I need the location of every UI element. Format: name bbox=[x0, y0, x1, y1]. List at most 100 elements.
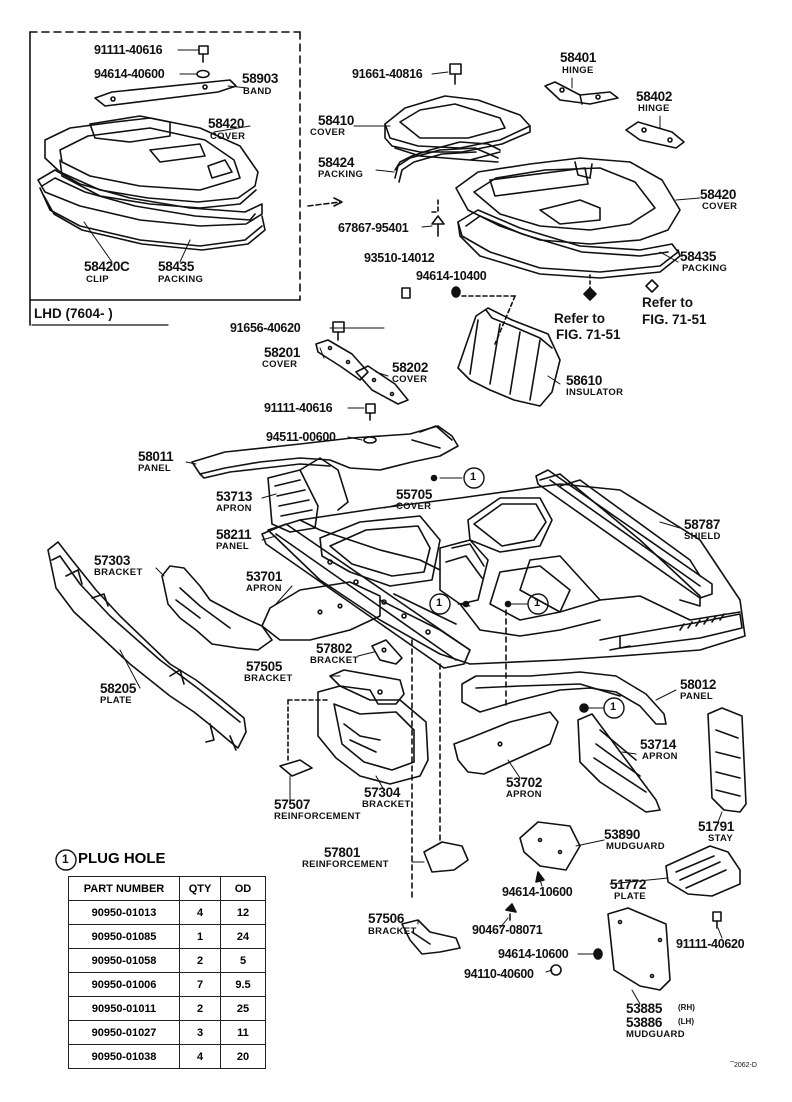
plug-hole-table: PART NUMBER QTY OD 90950-01013 4 12 9095… bbox=[68, 876, 266, 1069]
name-53890: MUDGUARD bbox=[606, 841, 665, 852]
label-58435-inset: 58435 bbox=[158, 259, 195, 274]
name-57801: REINFORCEMENT bbox=[302, 859, 389, 870]
leader-lines bbox=[83, 49, 723, 1005]
label-94110-40600: 94110-40600 bbox=[464, 967, 534, 981]
label-51772: 51772 bbox=[610, 877, 647, 892]
name-57507: REINFORCEMENT bbox=[274, 811, 361, 822]
name-53713: APRON bbox=[216, 503, 252, 514]
name-55705: COVER bbox=[396, 501, 432, 512]
plug-hole-callouts bbox=[55, 467, 625, 871]
label-53702: 53702 bbox=[506, 775, 543, 790]
name-58424: PACKING bbox=[318, 169, 364, 180]
inset-label: LHD (7604- ) bbox=[34, 306, 113, 321]
label-94511-00600: 94511-00600 bbox=[266, 430, 336, 444]
name-58401: HINGE bbox=[562, 65, 594, 76]
table-row: 90950-01085 1 24 bbox=[68, 924, 266, 949]
label-58903: 58903 bbox=[242, 71, 279, 86]
table-row: 90950-01006 7 9.5 bbox=[68, 972, 266, 997]
name-58610: INSULATOR bbox=[566, 387, 624, 398]
name-53701: APRON bbox=[246, 583, 282, 594]
label-91656-40620: 91656-40620 bbox=[230, 321, 301, 335]
refer-fig-1: FIG. 71-51 bbox=[556, 327, 621, 342]
label-53886: 53886 bbox=[626, 1015, 663, 1030]
label-53713: 53713 bbox=[216, 489, 253, 504]
callout-1-b: 1 bbox=[436, 597, 443, 609]
label-94614-40600: 94614-40600 bbox=[94, 67, 165, 81]
name-58201: COVER bbox=[262, 359, 298, 370]
inset-cover bbox=[37, 115, 266, 251]
panel-58211 bbox=[261, 523, 471, 669]
label-67867-95401: 67867-95401 bbox=[338, 221, 409, 235]
label-58420: 58420 bbox=[700, 187, 737, 202]
packing-58424 bbox=[394, 147, 499, 183]
name-58435: PACKING bbox=[682, 263, 728, 274]
name-58420-inset: COVER bbox=[210, 131, 246, 142]
label-90467-08071: 90467-08071 bbox=[472, 923, 543, 937]
name-58420: COVER bbox=[702, 201, 738, 212]
refer-fig-2: FIG. 71-51 bbox=[642, 312, 707, 327]
label-94614-10600-b: 94614-10600 bbox=[498, 947, 569, 961]
cell-qty: 4 bbox=[179, 1044, 221, 1069]
apron-53714 bbox=[577, 713, 661, 813]
label-58410: 58410 bbox=[318, 113, 355, 128]
name-53702: APRON bbox=[506, 789, 542, 800]
cell-qty: 3 bbox=[179, 1020, 221, 1045]
label-93510-14012: 93510-14012 bbox=[364, 251, 435, 265]
name-51791: STAY bbox=[708, 833, 733, 844]
cover-58420 bbox=[455, 157, 681, 245]
lhd-inset-frame bbox=[29, 31, 301, 326]
table-row: 90950-01038 4 20 bbox=[68, 1044, 266, 1069]
panel-58012 bbox=[461, 671, 667, 725]
name-51772: PLATE bbox=[614, 891, 646, 902]
label-55705: 55705 bbox=[396, 487, 433, 502]
side-53885: (RH) bbox=[678, 1003, 695, 1012]
bracket-57505 bbox=[329, 669, 405, 705]
cell-od: 11 bbox=[220, 1020, 266, 1045]
callout-1-a: 1 bbox=[470, 471, 477, 483]
name-58903: BAND bbox=[243, 86, 272, 97]
cell-qty: 2 bbox=[179, 948, 221, 973]
inset-band-group bbox=[94, 45, 237, 107]
table-row: 90950-01027 3 11 bbox=[68, 1020, 266, 1045]
footer-code: ̅̅̅ 2062-D bbox=[732, 1062, 757, 1069]
name-58011: PANEL bbox=[138, 463, 171, 474]
name-57505: BRACKET bbox=[244, 673, 293, 684]
header-qty: QTY bbox=[179, 876, 221, 901]
label-58435: 58435 bbox=[680, 249, 717, 264]
plate-51772 bbox=[665, 845, 741, 929]
main-floor-panel bbox=[267, 473, 746, 665]
cell-part-number: 90950-01006 bbox=[68, 972, 180, 997]
label-51791: 51791 bbox=[698, 819, 735, 834]
table-row: 90950-01013 4 12 bbox=[68, 900, 266, 925]
inset-arrow bbox=[307, 197, 343, 207]
label-53701: 53701 bbox=[246, 569, 283, 584]
mudguard-53890 bbox=[519, 821, 581, 883]
side-53886: (LH) bbox=[678, 1017, 694, 1026]
name-58205: PLATE bbox=[100, 695, 132, 706]
label-58201: 58201 bbox=[264, 345, 301, 360]
name-53885: MUDGUARD bbox=[626, 1029, 685, 1040]
name-58202: COVER bbox=[392, 374, 428, 385]
name-57303: BRACKET bbox=[94, 567, 143, 578]
bracket-57303 bbox=[161, 565, 273, 651]
cell-part-number: 90950-01085 bbox=[68, 924, 180, 949]
apron-53701 bbox=[261, 581, 381, 641]
cover-58410 bbox=[384, 63, 531, 171]
covers-58201-58202 bbox=[315, 321, 409, 444]
header-part-number: PART NUMBER bbox=[68, 876, 180, 901]
cell-qty: 4 bbox=[179, 900, 221, 925]
label-57303: 57303 bbox=[94, 553, 131, 568]
label-57506: 57506 bbox=[368, 911, 405, 926]
cell-od: 20 bbox=[220, 1044, 266, 1069]
label-91661-40816: 91661-40816 bbox=[352, 67, 423, 81]
label-94614-10600-a: 94614-10600 bbox=[502, 885, 573, 899]
apron-53713 bbox=[267, 457, 349, 533]
name-58402: HINGE bbox=[638, 103, 670, 114]
label-57304: 57304 bbox=[364, 785, 401, 800]
label-58211: 58211 bbox=[216, 527, 252, 542]
stay-51791 bbox=[707, 707, 747, 813]
cell-part-number: 90950-01011 bbox=[68, 996, 180, 1021]
table-header-row: PART NUMBER QTY OD bbox=[68, 876, 266, 901]
cell-qty: 7 bbox=[179, 972, 221, 997]
